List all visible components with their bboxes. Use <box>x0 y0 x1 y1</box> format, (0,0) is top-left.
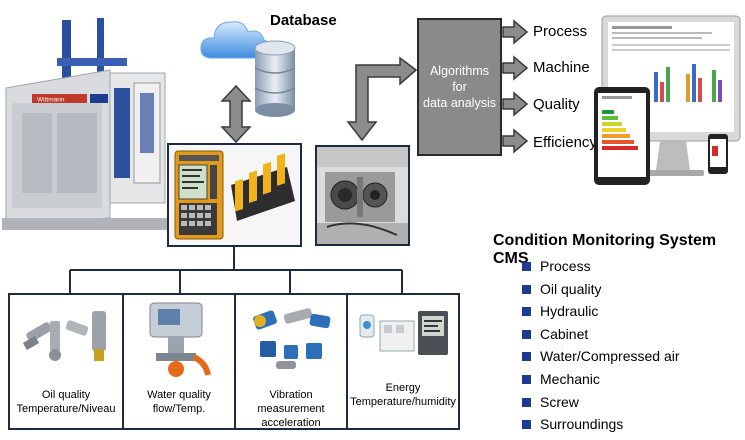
cms-list-item: Cabinet <box>522 326 588 342</box>
cms-list-item: Process <box>522 258 591 274</box>
oil-sensor-icon <box>22 311 106 361</box>
bullet-square-icon <box>522 419 531 429</box>
database-icon <box>254 40 296 117</box>
bullet-square-icon <box>522 397 531 407</box>
machine-brand-text: Wittmann <box>37 97 65 104</box>
bullet-square-icon <box>522 261 531 271</box>
water-sensor-icon <box>149 302 211 377</box>
bullet-square-icon <box>522 374 531 384</box>
cms-list-item: Screw <box>522 394 579 410</box>
arrow-efficiency <box>502 128 529 154</box>
arrow-process <box>502 19 529 45</box>
arrow-quality <box>502 91 529 117</box>
bullet-square-icon <box>522 284 531 294</box>
database-title: Database <box>270 12 337 29</box>
sensor-box-energy: Energy Temperature/humidity <box>346 293 460 430</box>
arrow-machine <box>502 55 529 81</box>
sensor-box-vibration: Vibration measurement acceleration <box>234 293 348 430</box>
bullet-square-icon <box>522 351 531 361</box>
camera-panel <box>315 145 410 246</box>
cms-list-item: Mechanic <box>522 371 600 387</box>
algorithms-label: Algorithms for data analysis <box>423 64 496 110</box>
algorithms-elbow-arrow <box>346 56 418 142</box>
energy-sensor-icon <box>359 311 448 355</box>
sensor-label-vibration: Vibration measurement acceleration <box>257 389 325 429</box>
output-machine: Machine <box>533 59 590 76</box>
controller-panel <box>167 143 302 247</box>
cms-item-label: Water/Compressed air <box>540 348 680 364</box>
bullet-square-icon <box>522 306 531 316</box>
cms-list-item: Surroundings <box>522 416 623 432</box>
output-efficiency: Efficiency <box>533 134 597 151</box>
database-controller-double-arrow <box>220 84 252 144</box>
cms-item-label: Mechanic <box>540 371 600 387</box>
cms-list-item: Water/Compressed air <box>522 348 680 364</box>
sensor-label-oil-quality: Oil quality Temperature/Niveau <box>16 389 116 415</box>
cms-list-item: Hydraulic <box>522 303 598 319</box>
cms-item-label: Hydraulic <box>540 303 599 319</box>
sensor-label-water-quality: Water quality flow/Temp. <box>147 389 211 415</box>
devices-illustration <box>594 15 741 185</box>
injection-molding-machine: Wittmann <box>2 18 167 230</box>
cms-item-label: Surroundings <box>540 416 624 432</box>
output-quality: Quality <box>533 96 580 113</box>
cms-item-label: Oil quality <box>540 281 602 297</box>
cms-title: Condition Monitoring System CMS <box>493 232 717 267</box>
cms-list-item: Oil quality <box>522 281 601 297</box>
algorithms-box: Algorithms for data analysis <box>417 18 502 156</box>
cms-item-label: Screw <box>540 394 579 410</box>
cms-item-label: Cabinet <box>540 326 589 342</box>
controller-illustration <box>169 145 300 245</box>
output-process: Process <box>533 23 588 40</box>
cms-item-label: Process <box>540 258 591 274</box>
bullet-square-icon <box>522 329 531 339</box>
vibration-sensor-icon <box>253 308 331 369</box>
sensor-box-oil-quality: Oil quality Temperature/Niveau <box>8 293 124 430</box>
camera-illustration <box>317 147 408 244</box>
sensor-box-water-quality: Water quality flow/Temp. <box>122 293 236 430</box>
sensor-label-energy: Energy Temperature/humidity <box>350 382 456 408</box>
